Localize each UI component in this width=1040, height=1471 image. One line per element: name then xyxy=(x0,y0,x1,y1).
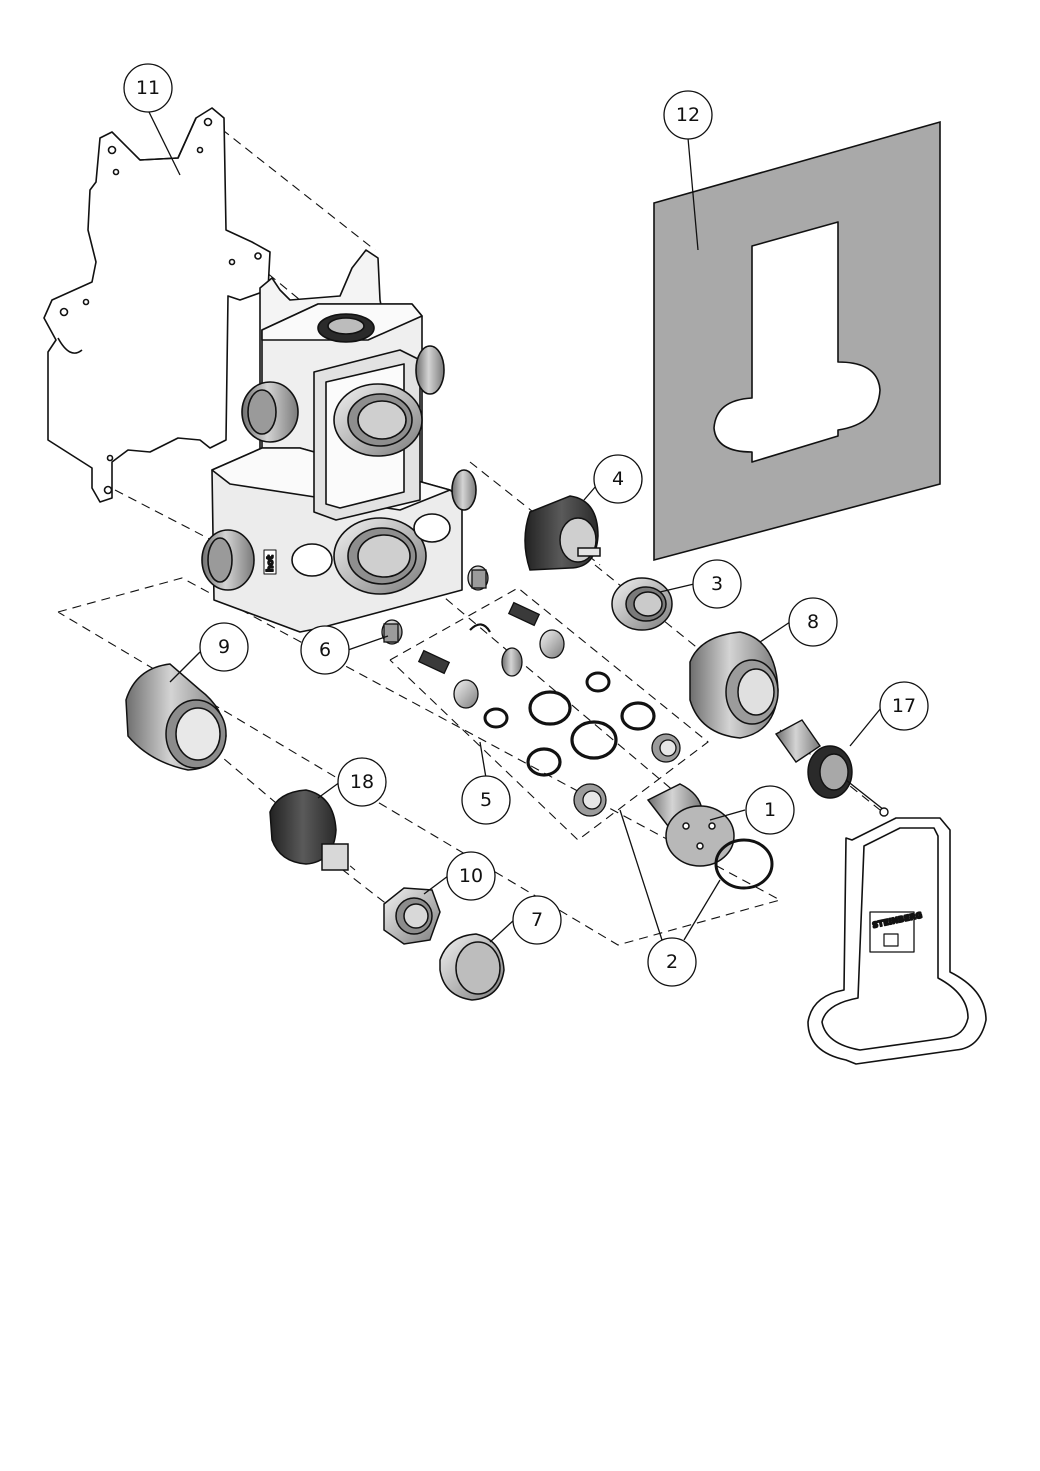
part-18-diverter-cartridge xyxy=(269,789,349,871)
callout-1: 1 xyxy=(764,799,776,821)
part-9-extension-sleeve xyxy=(125,663,227,771)
part-8-sleeve xyxy=(689,631,779,739)
callout-17: 17 xyxy=(892,695,916,717)
callout-9: 9 xyxy=(218,636,230,658)
part-5-seal-kit xyxy=(417,601,681,817)
part-4-cartridge xyxy=(524,495,601,571)
callout-numbers: 11 12 4 3 8 17 6 9 5 1 18 10 7 2 xyxy=(136,77,916,973)
valve-body-housing: hot xyxy=(201,249,477,633)
callout-18: 18 xyxy=(350,771,374,793)
callout-4: 4 xyxy=(612,468,624,490)
callout-10: 10 xyxy=(459,865,483,887)
part-11-mounting-template xyxy=(43,107,271,503)
callout-3: 3 xyxy=(711,573,723,595)
callout-2: 2 xyxy=(666,951,678,973)
callout-7: 7 xyxy=(531,909,543,931)
part-1-thermostatic-cartridge xyxy=(646,783,735,867)
part-2-o-ring xyxy=(714,838,774,890)
callout-12: 12 xyxy=(676,104,700,126)
callout-5: 5 xyxy=(480,789,492,811)
callout-11: 11 xyxy=(136,77,160,99)
trim-plate-outline: STEINBERG xyxy=(807,817,987,1065)
part-6-check-valve xyxy=(381,565,489,645)
part-17-spindle xyxy=(774,719,889,817)
part-10-lock-nut xyxy=(383,887,441,945)
callout-6: 6 xyxy=(319,639,331,661)
callouts xyxy=(123,63,929,987)
callout-8: 8 xyxy=(807,611,819,633)
part-3-ring-nut xyxy=(611,577,673,631)
part-12-plaster-shield xyxy=(653,120,941,562)
part-7-trim-ring xyxy=(439,933,505,1001)
hot-marking-label: hot xyxy=(266,554,276,572)
